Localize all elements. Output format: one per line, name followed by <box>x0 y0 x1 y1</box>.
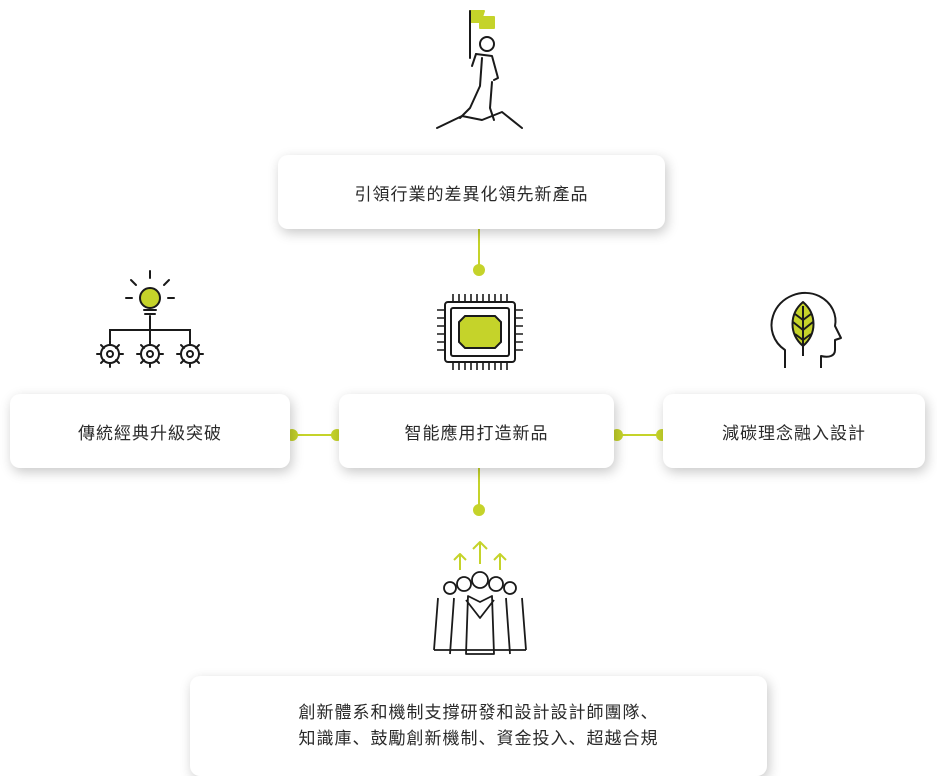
node-top: 引領行業的差異化領先新產品 <box>278 155 665 229</box>
node-left: 傳統經典升級突破 <box>10 394 290 468</box>
head-leaf-icon <box>770 291 842 368</box>
summit-flag-icon <box>436 10 523 129</box>
node-top-label: 引領行業的差異化領先新產品 <box>354 184 589 205</box>
node-center-label: 智能應用打造新品 <box>404 423 549 444</box>
connector-dot-right-a <box>611 429 623 441</box>
node-bottom-line2: 知識庫、鼓勵創新機制、資金投入、超越合規 <box>298 729 659 749</box>
lightbulb-gears-icon <box>96 270 204 368</box>
node-right-label: 減碳理念融入設計 <box>722 423 866 444</box>
node-right: 減碳理念融入設計 <box>663 394 925 468</box>
team-growth-icon <box>433 541 527 655</box>
node-bottom: 創新體系和機制支撐研發和設計設計師團隊、 知識庫、鼓勵創新機制、資金投入、超越合… <box>190 676 767 776</box>
node-left-label: 傳統經典升級突破 <box>78 423 222 444</box>
connector-dot-bottom <box>473 504 485 516</box>
connector-dot-top <box>473 264 485 276</box>
node-center: 智能應用打造新品 <box>339 394 614 468</box>
microchip-icon <box>437 294 523 370</box>
node-bottom-line1: 創新體系和機制支撐研發和設計設計師團隊、 <box>298 702 659 723</box>
